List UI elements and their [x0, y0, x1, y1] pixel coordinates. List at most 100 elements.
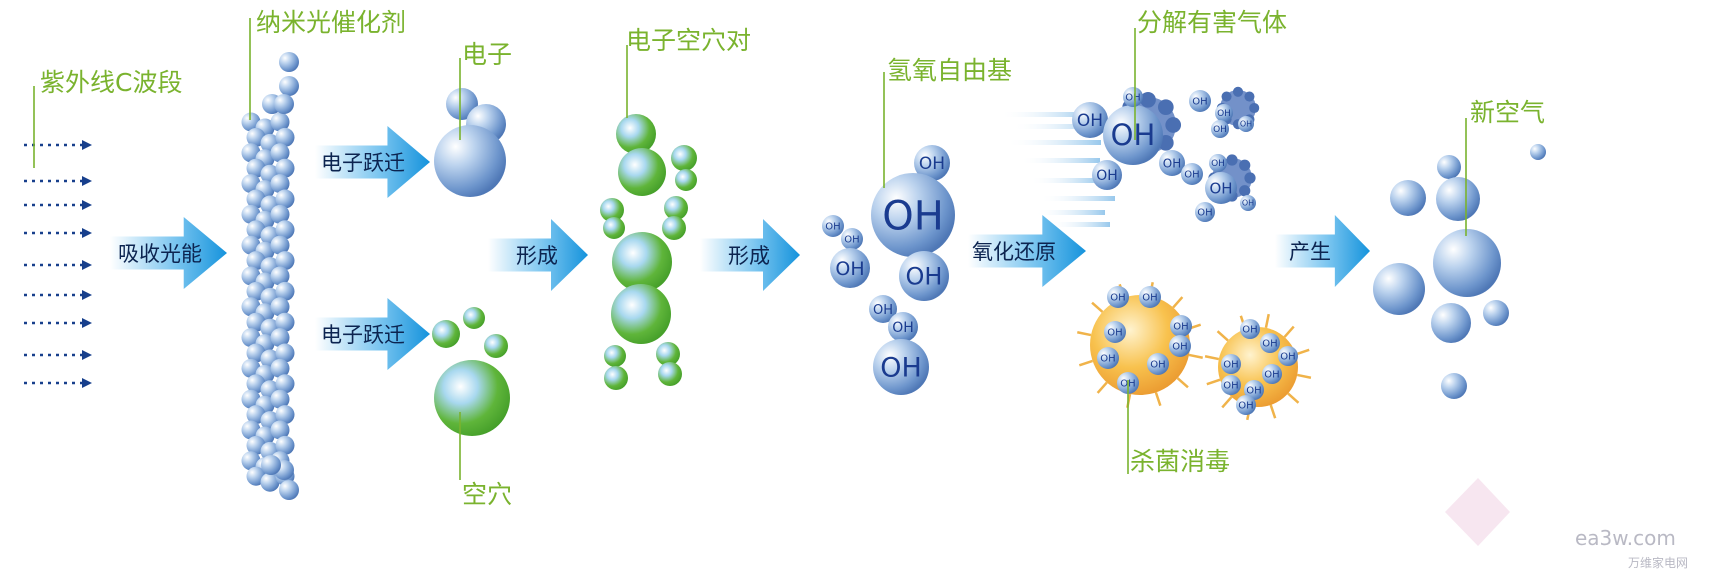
bacteria-spike: [1264, 313, 1270, 329]
oh-text: OH: [1238, 400, 1253, 411]
catalyst-sphere: [270, 389, 290, 409]
watermark-site: ea3w.com: [1575, 526, 1676, 550]
oh-text: OH: [835, 258, 864, 280]
oh-radical: [1238, 116, 1254, 132]
form-arrow-2: [700, 219, 800, 291]
oh-radical: [1209, 154, 1227, 172]
electron-hole-pair-sphere: [612, 232, 672, 292]
transition-bottom-arrow: [315, 298, 430, 370]
sterilize-label: 杀菌消毒: [1130, 447, 1231, 476]
oh-radical: [1181, 163, 1203, 185]
electron-hole-pair-sphere: [656, 342, 680, 366]
oh-radical: [1240, 319, 1260, 339]
oh-radical: [1169, 335, 1191, 357]
catalyst-sphere: [275, 343, 295, 363]
oh-text: OH: [1217, 109, 1231, 119]
fresh-air-sphere: [1433, 229, 1501, 297]
gas-molecule-lobe: [1239, 159, 1251, 171]
gas-molecule-lobe: [1226, 154, 1238, 166]
gas-molecule-lobe: [1244, 172, 1256, 184]
fresh-air-sphere: [1437, 155, 1461, 179]
oh-radical: [1104, 321, 1126, 343]
catalyst-label: 纳米光催化剂: [256, 8, 407, 37]
oh-text: OH: [1211, 159, 1225, 169]
fresh-air-sphere: [1431, 303, 1471, 343]
oh-text: OH: [1150, 360, 1165, 371]
oh-text: OH: [1223, 359, 1238, 370]
oh-text: OH: [1242, 199, 1254, 208]
oh-text: OH: [1246, 385, 1261, 396]
oh-text: OH: [844, 235, 859, 246]
oh-text: OH: [1240, 120, 1252, 129]
motion-streak: [1006, 140, 1101, 145]
catalyst-sphere: [275, 405, 295, 425]
oh-radical: [1195, 202, 1215, 222]
oh-radical: [1236, 395, 1256, 415]
electron-hole-pair-sphere: [664, 196, 688, 220]
hole-sphere: [434, 360, 510, 436]
gas-molecule-lobe: [1165, 117, 1182, 133]
oh-text: OH: [1192, 97, 1207, 108]
fresh-air-sphere: [1441, 373, 1467, 399]
catalyst-sphere: [279, 52, 299, 72]
bacteria-spike: [1154, 392, 1162, 407]
gas-molecule-lobe: [1232, 86, 1244, 97]
oh-text: OH: [1125, 92, 1140, 103]
fresh-air-sphere: [1373, 263, 1425, 315]
oh-radical: [869, 295, 897, 323]
decompose-gas-label: 分解有害气体: [1137, 8, 1288, 37]
oh-text: OH: [1172, 342, 1187, 353]
bacteria-spike: [1096, 381, 1108, 394]
hydroxyl-radical-label: 氢氧自由基: [887, 56, 1013, 85]
hole-sphere: [484, 334, 508, 358]
oh-text: OH: [1096, 168, 1118, 184]
catalyst-sphere: [279, 76, 299, 96]
absorb-arrow: [110, 217, 227, 289]
oh-radical: [888, 312, 918, 342]
electron-hole-pair-sphere: [675, 169, 697, 191]
fresh-air-sphere: [1436, 177, 1480, 221]
gas-molecule-lobe: [1221, 91, 1232, 102]
bacteria-spike: [1221, 396, 1233, 409]
catalyst-sphere: [270, 204, 290, 224]
oh-text: OH: [873, 303, 893, 318]
electron-hole-pair-sphere: [618, 148, 666, 196]
oh-text: OH: [906, 263, 943, 291]
oh-radical: [1262, 364, 1282, 384]
oh-radical: [830, 248, 870, 288]
motion-streak: [1012, 124, 1102, 129]
bacteria-spike: [1172, 296, 1184, 309]
catalyst-sphere: [260, 472, 280, 492]
uv-ray-head: [82, 140, 92, 150]
oh-radical: [1170, 315, 1192, 337]
oh-radical: [1139, 286, 1161, 308]
watermark-logo: [1445, 478, 1510, 546]
catalyst-sphere: [274, 94, 294, 114]
oh-text: OH: [919, 154, 945, 174]
oh-radical: [871, 173, 955, 257]
oh-text: OH: [1264, 369, 1279, 380]
produce-arrow: [1275, 215, 1370, 287]
gas-molecule-lobe: [1244, 91, 1255, 102]
transition-top-arrow-label: 电子跃迁: [321, 151, 405, 175]
oh-radical: [1205, 172, 1237, 204]
oh-text: OH: [1077, 111, 1103, 131]
oh-text: OH: [1163, 156, 1181, 170]
oh-radical: [873, 339, 929, 395]
gas-molecule-lobe: [1239, 185, 1251, 197]
oh-radical: [1123, 87, 1143, 107]
oh-text: OH: [880, 353, 922, 384]
oh-text: OH: [1209, 179, 1232, 197]
catalyst-sphere: [270, 266, 290, 286]
oh-radical: [1159, 150, 1185, 176]
hole-sphere: [463, 307, 485, 329]
uv-ray-head: [82, 260, 92, 270]
electron-hole-pair-sphere: [604, 366, 628, 390]
gas-molecule-lobe: [1140, 91, 1156, 108]
oh-text: OH: [1213, 125, 1227, 135]
oh-radical: [1103, 105, 1163, 165]
oh-text: OH: [1110, 293, 1125, 304]
electron-hole-pair-sphere: [611, 284, 671, 344]
